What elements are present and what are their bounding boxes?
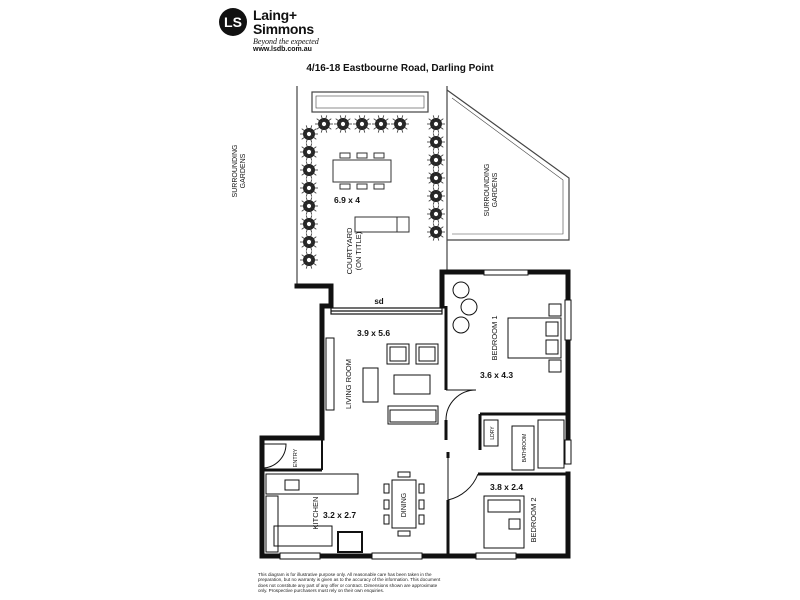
bedroom2-furniture (483, 495, 525, 549)
left-garden-label-line1: SURROUNDING (232, 145, 239, 198)
entry-label: ENTRY (293, 448, 299, 467)
laundry-bathroom-fixtures (483, 419, 565, 471)
courtyard-label-line2: (ON TITLE) (354, 231, 363, 270)
bedroom2-dimension: 3.8 x 2.4 (490, 482, 523, 492)
right-garden-label-line2: GARDENS (492, 172, 499, 207)
courtyard-label-line1: COURTYARD (345, 227, 354, 274)
sliding-door-label: sd (374, 297, 383, 306)
dining-set (383, 471, 425, 537)
courtyard-label: COURTYARD (ON TITLE) (345, 227, 363, 274)
courtyard-table (332, 152, 392, 190)
brand-tagline: Beyond the expected (253, 37, 319, 46)
sliding-door (330, 307, 443, 315)
interior-walls (262, 306, 568, 556)
brand-name: Laing+ Simmons (253, 7, 314, 37)
left-garden-label-line2: GARDENS (240, 153, 247, 188)
bedroom1-label: BEDROOM 1 (490, 315, 499, 360)
sun-lounger (354, 216, 410, 233)
living-room-label: LIVING ROOM (344, 359, 353, 409)
brand-logo-icon: LS (219, 8, 247, 36)
living-furniture (362, 343, 439, 425)
kitchen-label: KITCHEN (311, 497, 320, 530)
bedroom1-furniture (452, 281, 562, 373)
courtyard-planters (300, 115, 445, 269)
right-garden-label-line1: SURROUNDING (484, 164, 491, 217)
right-garden-label: SURROUNDING GARDENS (484, 164, 499, 217)
kitchen-fixtures (265, 473, 363, 553)
living-dimension: 3.9 x 5.6 (357, 328, 390, 338)
dining-label: DINING (401, 493, 408, 518)
right-garden-outline (446, 89, 570, 241)
brand-website[interactable]: www.lsdb.com.au (253, 46, 312, 53)
left-garden-label: SURROUNDING GARDENS (232, 145, 247, 198)
door-swings (261, 389, 479, 501)
courtyard-boundary (296, 86, 448, 286)
bedroom1-dimension: 3.6 x 4.3 (480, 370, 513, 380)
disclaimer-text: This diagram is for illustrative purpose… (258, 572, 441, 594)
laundry-label: LDRY (490, 426, 496, 440)
bedroom2-label: BEDROOM 2 (529, 497, 538, 542)
courtyard-dimension: 6.9 x 4 (334, 195, 360, 205)
windows (279, 269, 572, 560)
property-address: 4/16-18 Eastbourne Road, Darling Point (306, 63, 494, 74)
bathroom-label: BATHROOM (522, 434, 528, 463)
kitchen-dimension: 3.2 x 2.7 (323, 510, 356, 520)
